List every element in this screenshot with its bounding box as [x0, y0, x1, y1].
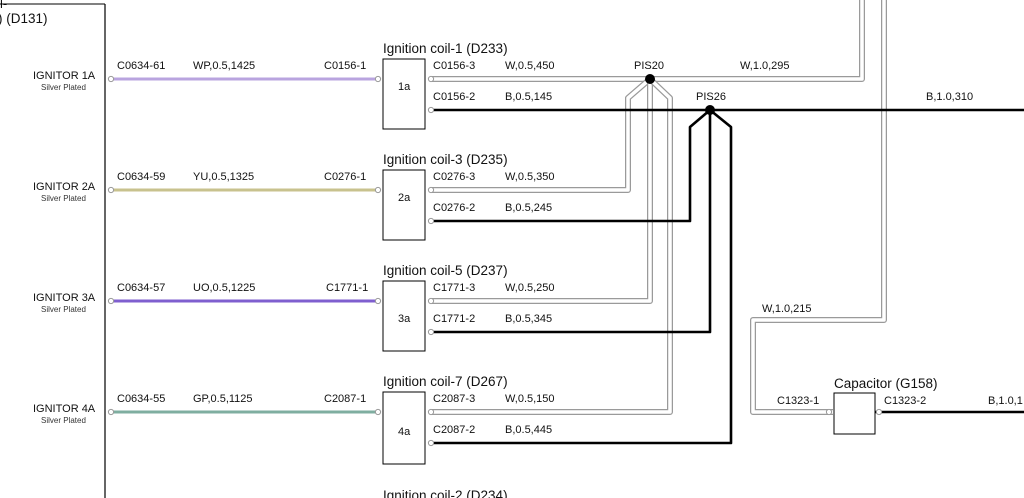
coil-wire3-label: W,0.5,250: [505, 282, 555, 294]
connector-pin-icon: [427, 439, 435, 447]
connector-left-label: C0634-55: [117, 393, 165, 405]
wire-label: GP,0.5,1125: [193, 393, 253, 405]
ignition-coil-7: Ignition coil-7 (D267) 4a C2087-3 W,0.5,…: [382, 374, 555, 465]
connector-pin-icon: [374, 297, 382, 305]
coil-pin2-label: C2087-2: [433, 424, 475, 436]
connector-pin-icon: [825, 408, 833, 416]
coil-pin3-label: C0276-3: [433, 171, 475, 183]
capacitor-pin1-label: C1323-1: [777, 395, 819, 407]
coil-box-label: 1a: [398, 81, 411, 93]
coil-pin2-label: C1771-2: [433, 313, 475, 325]
ignitor-label: IGNITOR 1A: [33, 70, 96, 82]
connector-pin-icon: [107, 75, 115, 83]
connector-pin-icon: [427, 75, 435, 83]
coil-wire2-label: B,0.5,445: [505, 424, 552, 436]
wire-label: WP,0.5,1425: [193, 60, 255, 72]
ignitor-sublabel: Silver Plated: [41, 416, 86, 425]
connector-pin-icon: [427, 106, 435, 114]
connector-pin-icon: [427, 217, 435, 225]
ignition-coil-5: Ignition coil-5 (D237) 3a C1771-3 W,0.5,…: [382, 263, 555, 352]
coil-box: [382, 391, 426, 465]
capacitor-box: [833, 392, 876, 435]
connector-right-label: C1771-1: [326, 282, 368, 294]
splice-pis26-dot: [705, 105, 715, 115]
wire-b-cap-label: B,1.0,1: [988, 395, 1023, 407]
ignitor-sublabel: Silver Plated: [41, 305, 86, 314]
ignitor-label: IGNITOR 2A: [33, 181, 96, 193]
connector-left-label: C0634-61: [117, 60, 165, 72]
ignitor-label: IGNITOR 3A: [33, 292, 96, 304]
connector-left-label: C0634-57: [117, 282, 165, 294]
connector-right-label: C2087-1: [324, 393, 366, 405]
connector-right-label: C0156-1: [324, 60, 366, 72]
black-wires: [432, 108, 1024, 445]
wire-w-215-inner: [751, 0, 886, 414]
connector-pin-icon: [107, 186, 115, 194]
coil-wire2-label: B,0.5,245: [505, 202, 552, 214]
ignitor-label: IGNITOR 4A: [33, 403, 96, 415]
coil-pin3-label: C1771-3: [433, 282, 475, 294]
coil-pin2-label: C0156-2: [433, 91, 475, 103]
connector-pin-icon: [427, 297, 435, 305]
capacitor-g158: Capacitor (G158) C1323-1 C1323-2: [777, 376, 938, 435]
connector-pin-icon: [427, 328, 435, 336]
coil-wire3-label: W,0.5,150: [505, 393, 555, 405]
coil-2-partial-title: Ignition coil-2 (D234): [383, 488, 508, 498]
coil-pin3-label: C0156-3: [433, 60, 475, 72]
wire-label: UO,0.5,1225: [193, 282, 255, 294]
connector-pin-icon: [875, 408, 883, 416]
wire-w-215-label: W,1.0,215: [762, 303, 812, 315]
ignitor-row-4: IGNITOR 4A Silver Plated C0634-55 GP,0.5…: [33, 393, 382, 425]
coil-box: [382, 280, 426, 352]
wire-label: YU,0.5,1325: [193, 171, 254, 183]
coil-title: Ignition coil-5 (D237): [383, 263, 508, 278]
ignition-coil-1: Ignition coil-1 (D233) 1a C0156-3 W,0.5,…: [382, 41, 555, 130]
capacitor-pin2-label: C1323-2: [884, 395, 926, 407]
splice-pis20-dot: [645, 74, 655, 84]
coil-box-label: 4a: [398, 426, 411, 438]
connector-left-label: C0634-59: [117, 171, 165, 183]
connector-right-label: C0276-1: [324, 171, 366, 183]
coil-box-label: 2a: [398, 192, 411, 204]
splice-pis26-label: PIS26: [696, 91, 726, 103]
connector-pin-icon: [374, 75, 382, 83]
wire-w-295-label: W,1.0,295: [740, 60, 790, 72]
coil-title: Ignition coil-1 (D233): [383, 41, 508, 56]
wire-b-310-label: B,1.0,310: [926, 91, 973, 103]
header-fragment-top: l-: [0, 0, 7, 11]
coil-box: [382, 169, 426, 241]
splice-pis20-label: PIS20: [634, 60, 664, 72]
coil-box-label: 3a: [398, 313, 411, 325]
coil-title: Ignition coil-7 (D267): [383, 374, 508, 389]
connector-pin-icon: [374, 186, 382, 194]
coil-wire2-label: B,0.5,145: [505, 91, 552, 103]
coil-title: Ignition coil-3 (D235): [383, 152, 508, 167]
ignitor-row-1: IGNITOR 1A Silver Plated C0634-61 WP,0.5…: [33, 60, 382, 92]
header-fragment-title: ) (D131): [0, 11, 48, 26]
wire-w-295-inner: [650, 0, 864, 81]
connector-pin-icon: [107, 408, 115, 416]
ignitor-row-2: IGNITOR 2A Silver Plated C0634-59 YU,0.5…: [33, 171, 382, 203]
white-wires: [432, 0, 887, 415]
coil-wire2-label: B,0.5,345: [505, 313, 552, 325]
connector-pin-icon: [107, 297, 115, 305]
coil-wire3-label: W,0.5,350: [505, 171, 555, 183]
capacitor-title: Capacitor (G158): [834, 376, 938, 391]
ignitor-row-3: IGNITOR 3A Silver Plated C0634-57 UO,0.5…: [33, 282, 382, 314]
connector-pin-icon: [374, 408, 382, 416]
ignitor-sublabel: Silver Plated: [41, 194, 86, 203]
ignition-coil-3: Ignition coil-3 (D235) 2a C0276-3 W,0.5,…: [382, 152, 555, 241]
connector-pin-icon: [427, 408, 435, 416]
coil-wire3-label: W,0.5,450: [505, 60, 555, 72]
coil-box: [382, 58, 426, 130]
coil-pin2-label: C0276-2: [433, 202, 475, 214]
ignitor-sublabel: Silver Plated: [41, 83, 86, 92]
connector-pin-icon: [427, 186, 435, 194]
coil-pin3-label: C2087-3: [433, 393, 475, 405]
